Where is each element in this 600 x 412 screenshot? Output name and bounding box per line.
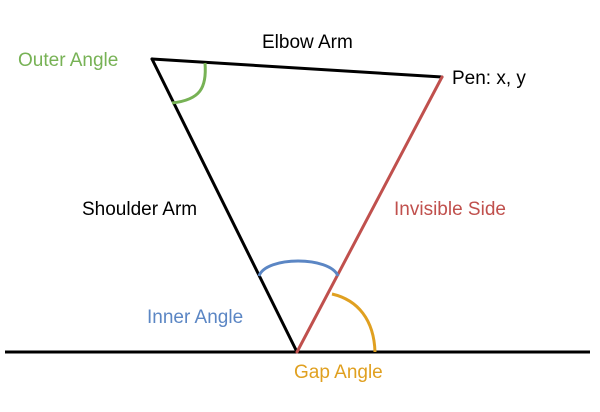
elbow-arm-line: [150, 57, 444, 79]
inner-angle-arc: [257, 259, 340, 277]
invisible-side-line: [295, 75, 444, 354]
inner-angle-label: Inner Angle: [147, 307, 243, 328]
shoulder-arm-line: [150, 57, 299, 354]
pen-label: Pen: x, y: [452, 68, 526, 89]
elbow-arm-label: Elbow Arm: [262, 32, 353, 53]
outer-angle-label: Outer Angle: [18, 50, 118, 71]
gap-angle-arc: [331, 292, 377, 353]
outer-angle-arc: [171, 62, 207, 105]
invisible-side-label: Invisible Side: [394, 199, 506, 220]
shoulder-arm-label: Shoulder Arm: [82, 199, 197, 220]
gap-angle-label: Gap Angle: [294, 362, 383, 383]
